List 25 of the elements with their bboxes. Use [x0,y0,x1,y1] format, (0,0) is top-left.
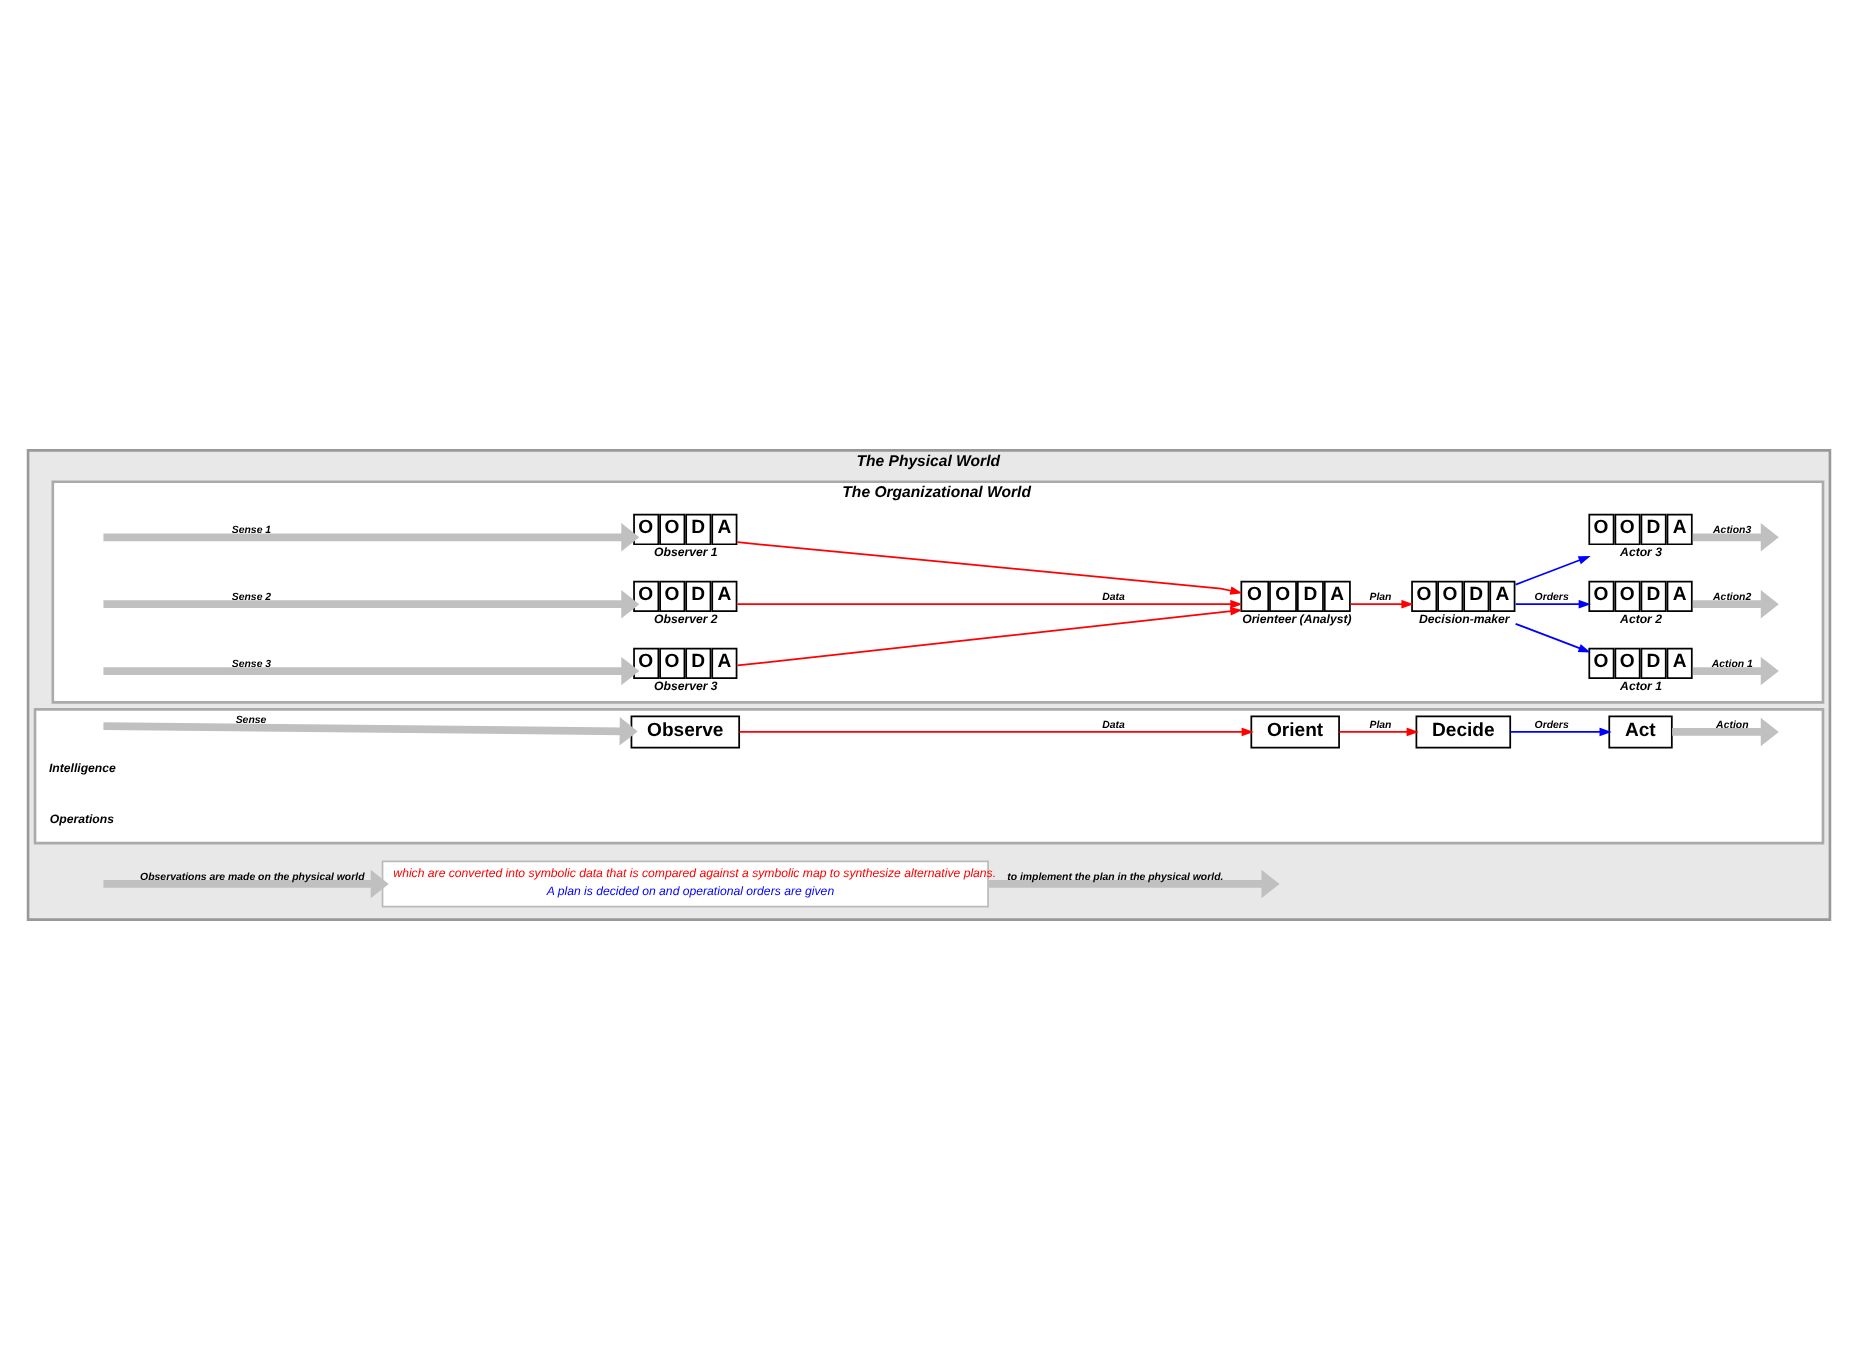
arrow [103,656,640,686]
arrow [738,727,1254,737]
arrow [103,523,640,552]
arrow [103,869,389,899]
arrow [1509,727,1612,737]
arrow [1514,599,1591,609]
arrow [103,590,640,619]
arrow [736,599,1243,609]
arrow [1514,622,1591,653]
arrow [1692,590,1779,619]
arrow [1692,523,1779,552]
node-box: Decide [1415,715,1512,749]
arrow [736,607,1243,667]
cluster [33,708,1825,845]
arrow [988,869,1280,899]
node-box: Observe [630,715,741,749]
arrow [1338,727,1419,737]
node-box: Orient [1250,715,1340,749]
node-box: Act [1608,715,1673,749]
arrow [1692,656,1779,686]
arrow [1514,556,1591,586]
arrow [1672,717,1779,747]
arrow [103,717,638,746]
arrow [736,541,1243,595]
arrow [1349,599,1414,609]
